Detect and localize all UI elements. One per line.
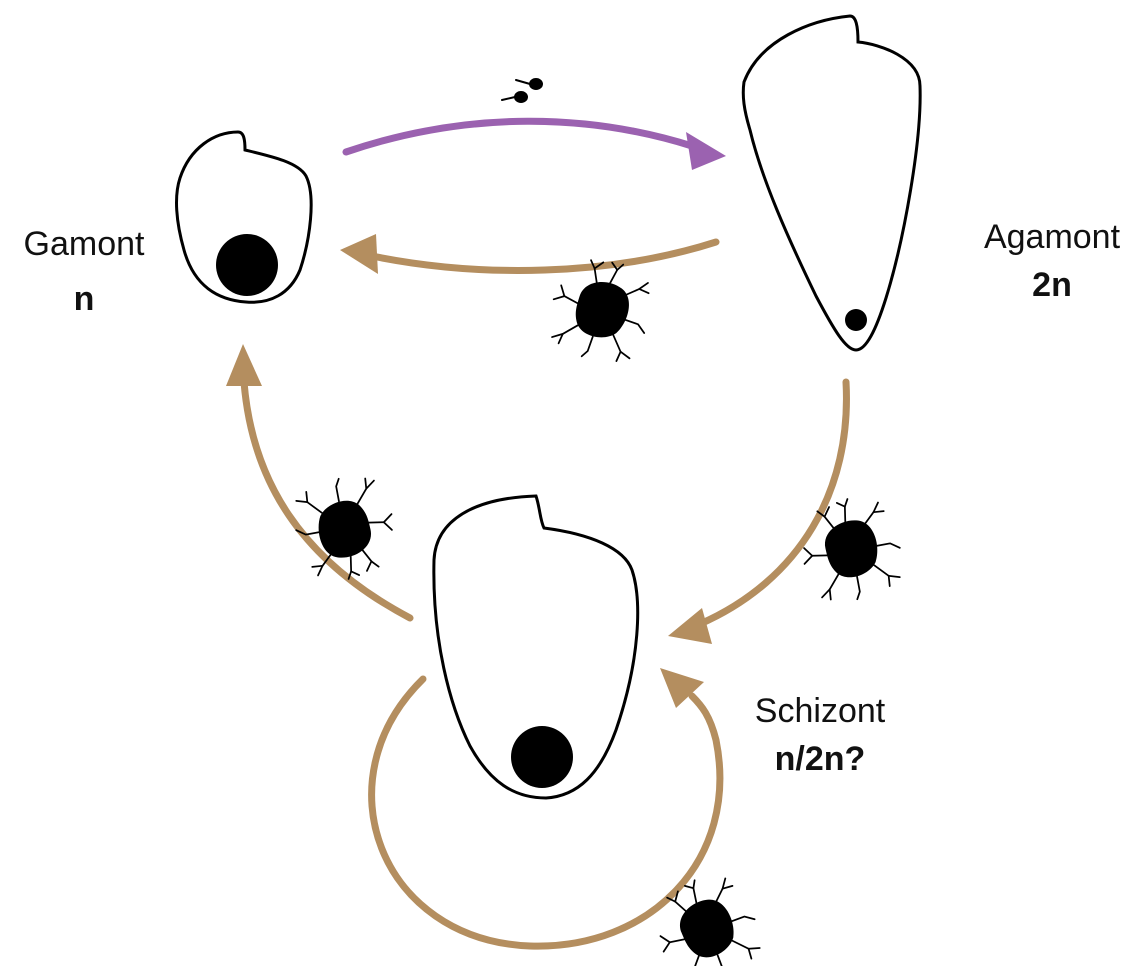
agamont-to-schizont-arrow xyxy=(700,382,846,624)
sexual-reproduction-arrow xyxy=(346,121,692,152)
sexual-arrow-head xyxy=(686,132,726,170)
gamont-label: Gamont xyxy=(24,225,145,263)
agamont-to-schizont-arrow-head xyxy=(668,608,712,644)
schizont-ploidy-label: n/2n? xyxy=(775,740,866,778)
gametes-icon xyxy=(502,79,542,102)
offspring-icon-left xyxy=(285,466,408,590)
agamont-to-gamont-arrow xyxy=(372,242,716,270)
schizont-nucleus xyxy=(511,726,573,788)
agamont-cell xyxy=(743,16,920,350)
offspring-icon-bottom xyxy=(640,864,771,966)
schizont-to-gamont-arrow-head xyxy=(226,344,262,386)
agamont-ploidy-label: 2n xyxy=(1032,266,1072,304)
gamont-ploidy-label: n xyxy=(74,280,95,318)
agamont-label: Agamont xyxy=(984,218,1121,256)
schizont-to-gamont-arrow xyxy=(244,382,410,618)
offspring-icon-right xyxy=(789,488,912,612)
gamont-nucleus xyxy=(216,234,278,296)
agamont-nucleus xyxy=(845,309,867,331)
schizont-label: Schizont xyxy=(755,692,886,730)
agamont-to-gamont-arrow-head xyxy=(340,234,378,274)
